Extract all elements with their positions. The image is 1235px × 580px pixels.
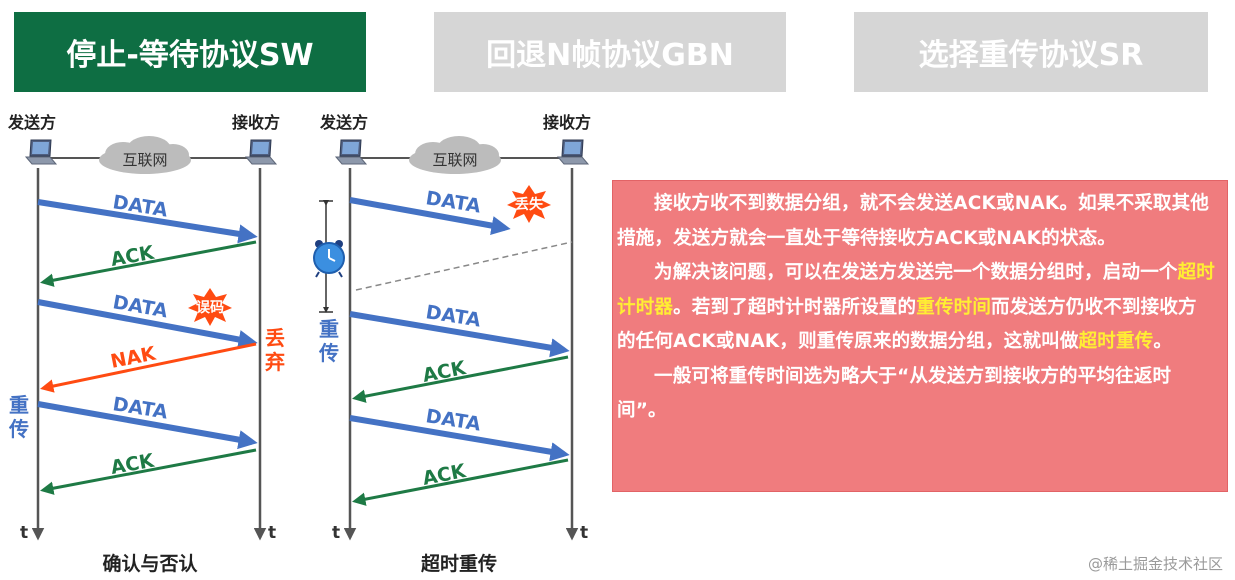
data-frame-2-arrow: [37, 299, 258, 349]
p2-text-d: 。: [1153, 331, 1173, 352]
nak-frame-arrow: [40, 342, 257, 393]
ack-frame-2-arrow: [40, 448, 257, 495]
lost-badge: 丢失: [515, 196, 544, 213]
left-retransmit-label: 重传: [8, 393, 29, 441]
right-ack-frame-1-label: ACK: [421, 357, 469, 387]
data-frame-1-arrow: [37, 199, 258, 244]
alarm-clock-icon: [313, 240, 345, 278]
watermark: @稀土掘金技术社区: [1087, 555, 1223, 573]
explanation-box: 接收方收不到数据分组，就不会发送ACK或NAK。如果不采取其他措施，发送方就会一…: [612, 180, 1228, 492]
right-retransmit-label: 重传: [318, 317, 339, 365]
right-ack-frame-2-label: ACK: [421, 460, 469, 490]
left-receiver-label: 接收方: [232, 113, 280, 132]
right-sender-label: 发送方: [319, 113, 368, 132]
p2-text-b: 。若到了超时计时器所设置的: [673, 296, 917, 318]
highlight-retransmit-time: 重传时间: [916, 296, 992, 318]
highlight-timeout-timer: 超时计时器: [617, 262, 1216, 318]
right-caption: 超时重传: [420, 552, 497, 575]
ack-frame-2-label: ACK: [109, 450, 157, 479]
right-sender-time-label: t: [332, 523, 340, 543]
right-receiver-label: 接收方: [543, 113, 591, 132]
p2-text-c: 而发送方仍收不到接收方的任何ACK或NAK，则重传原来的数据分组，这就叫做: [617, 296, 1197, 353]
p2-text-a: 为解决该问题，可以在发送方发送完一个数据分组时，启动一个: [654, 262, 1178, 283]
tab-selective-repeat[interactable]: 选择重传协议SR: [854, 12, 1208, 92]
sender-laptop-icon-2: [335, 139, 367, 165]
left-network-label: 互联网: [122, 151, 167, 169]
right-diagram: 发送方 接收方 互联网 t t DATA 丢失 DATA: [313, 113, 591, 575]
right-ack-frame-1-arrow: [352, 355, 569, 403]
right-ack-frame-2-arrow: [352, 458, 569, 506]
error-badge: 误码: [196, 300, 224, 316]
expected-ack-dashed-line: [355, 241, 573, 291]
right-receiver-time-label: t: [580, 523, 588, 543]
nak-frame-label: NAK: [109, 342, 159, 372]
receiver-laptop-icon: [245, 139, 277, 165]
retransmitted-data-frame-arrow: [349, 311, 570, 358]
ack-frame-1-label: ACK: [109, 242, 157, 271]
right-network-label: 互联网: [432, 151, 477, 169]
ack-frame-1-arrow: [40, 240, 257, 287]
tab-stop-and-wait[interactable]: 停止-等待协议SW: [14, 12, 366, 92]
explanation-paragraph-3: 一般可将重传时间选为略大于“从发送方到接收方的平均往返时间”。: [617, 365, 1172, 422]
explanation-paragraph-2: 为解决该问题，可以在发送方发送完一个数据分组时，启动一个超时计时器。若到了超时计…: [617, 256, 1215, 360]
left-sender-time-label: t: [20, 523, 28, 543]
discard-text: 丢弃: [265, 326, 285, 374]
left-diagram: 发送方 接收方 互联网 t t DATA ACK DATA 误码 NAK 丢弃 …: [7, 113, 285, 575]
left-receiver-time-label: t: [268, 523, 276, 543]
lost-data-frame-arrow: [349, 197, 511, 236]
data-frame-3-arrow: [37, 401, 258, 450]
highlight-timeout-retransmit: 超时重传: [1078, 331, 1154, 352]
right-data-frame-3-arrow: [349, 415, 570, 462]
sender-laptop-icon: [25, 139, 57, 165]
receiver-laptop-icon-2: [557, 139, 589, 165]
left-sender-label: 发送方: [7, 113, 56, 132]
explanation-paragraph-1: 接收方收不到数据分组，就不会发送ACK或NAK。如果不采取其他措施，发送方就会一…: [617, 193, 1210, 249]
tab-go-back-n[interactable]: 回退N帧协议GBN: [434, 12, 786, 92]
discard-label: 丢弃: [265, 326, 285, 374]
left-caption: 确认与否认: [102, 552, 197, 575]
